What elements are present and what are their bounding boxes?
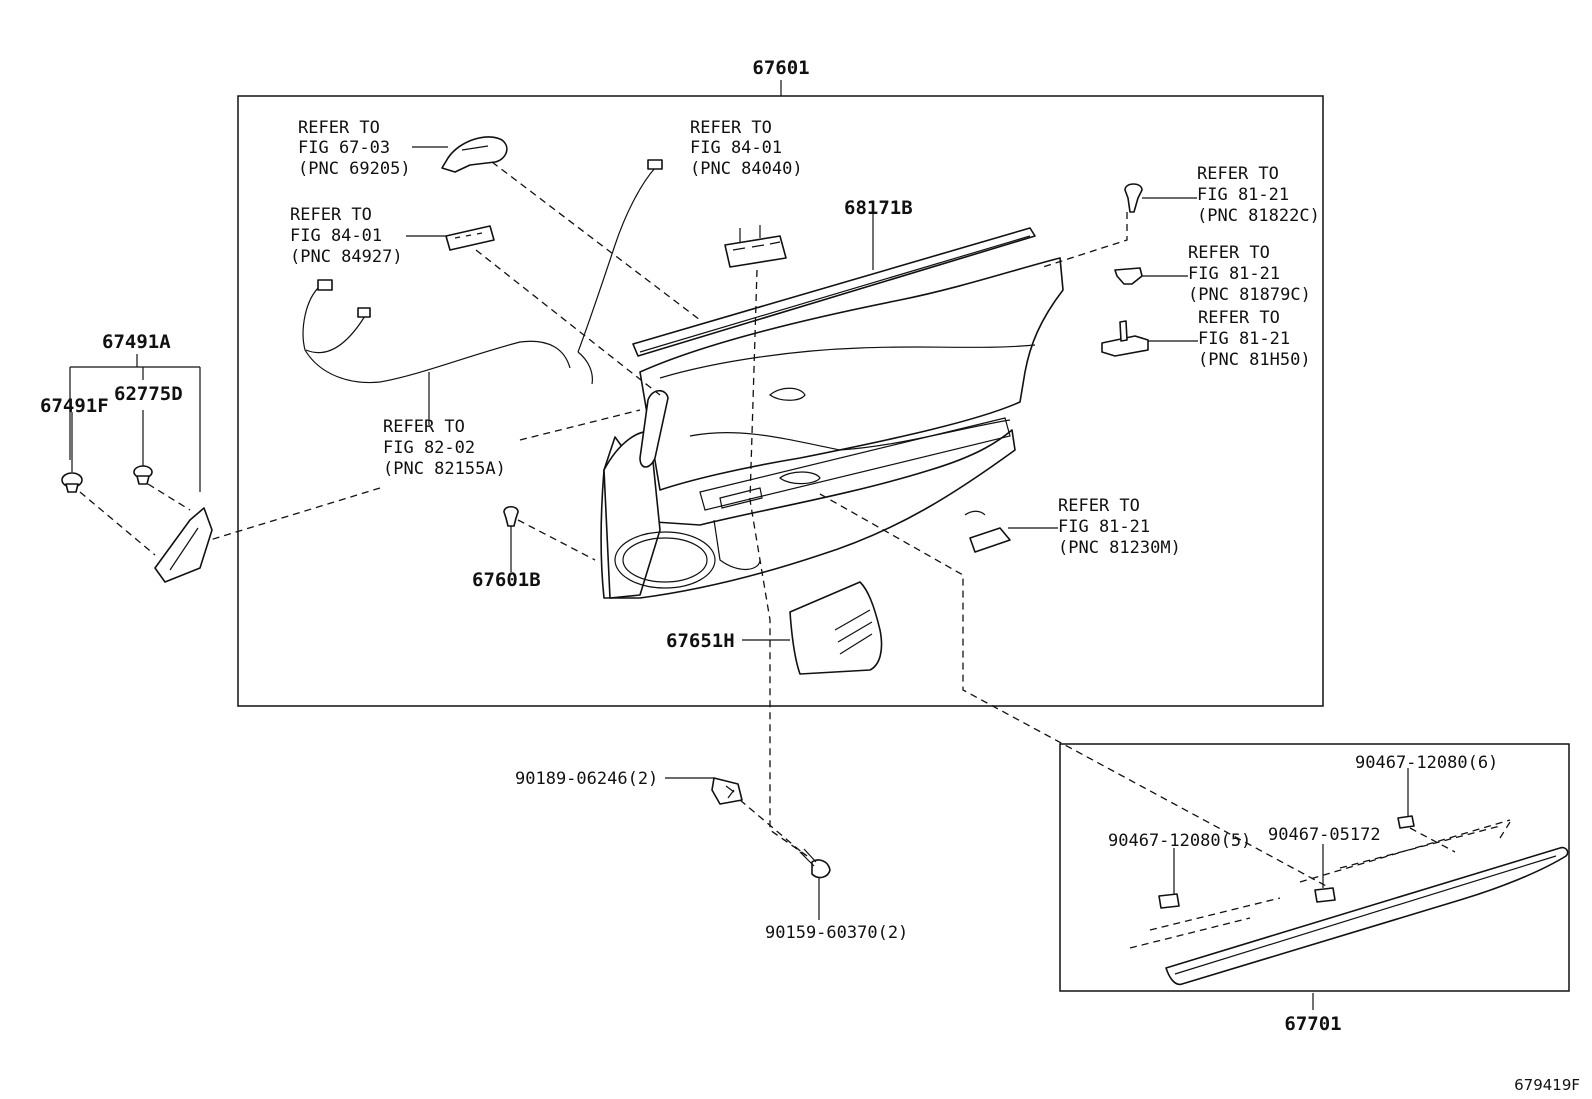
svg-text:FIG 84-01: FIG 84-01 xyxy=(690,138,782,158)
clip-90467-12080-5-part xyxy=(1158,893,1180,909)
label-90467-12080-6: 90467-12080(6) xyxy=(1355,753,1498,773)
clip-90467-05172-part xyxy=(1314,887,1336,903)
ref-84927: REFER TO FIG 84-01 (PNC 84927) xyxy=(290,205,403,267)
svg-text:REFER TO: REFER TO xyxy=(1188,243,1270,263)
svg-text:(PNC 81H50): (PNC 81H50) xyxy=(1198,350,1311,370)
clip-62775D-part xyxy=(133,465,153,485)
ref-84040: REFER TO FIG 84-01 (PNC 84040) xyxy=(690,118,803,179)
svg-text:FIG 67-03: FIG 67-03 xyxy=(298,138,390,158)
svg-text:FIG 81-21: FIG 81-21 xyxy=(1198,329,1290,349)
svg-text:REFER TO: REFER TO xyxy=(1058,496,1140,516)
label-67601B: 67601B xyxy=(472,569,541,591)
svg-text:(PNC 81230M): (PNC 81230M) xyxy=(1058,538,1181,558)
ref-82155A: REFER TO FIG 82-02 (PNC 82155A) xyxy=(383,417,506,479)
svg-text:(PNC 69205): (PNC 69205) xyxy=(298,159,411,179)
figure-code: 679419F xyxy=(1514,1076,1580,1094)
svg-text:FIG 81-21: FIG 81-21 xyxy=(1197,185,1289,205)
svg-text:REFER TO: REFER TO xyxy=(690,118,772,138)
label-90189-06246: 90189-06246(2) xyxy=(515,769,658,789)
svg-text:(PNC 81879C): (PNC 81879C) xyxy=(1188,285,1311,305)
svg-text:REFER TO: REFER TO xyxy=(1197,164,1279,184)
label-68171B: 68171B xyxy=(844,197,913,219)
ref-81822C: REFER TO FIG 81-21 (PNC 81822C) xyxy=(1197,164,1320,226)
clip-81822C-part xyxy=(1124,183,1143,213)
cover-67651H-part xyxy=(789,581,883,675)
trim-67491A-part xyxy=(154,507,213,583)
svg-text:FIG 81-21: FIG 81-21 xyxy=(1188,264,1280,284)
svg-text:REFER TO: REFER TO xyxy=(1198,308,1280,328)
screw-90159-part xyxy=(799,848,831,879)
leader-lines xyxy=(71,80,1409,1010)
wire-harness-part xyxy=(302,159,663,385)
clip-81879C-part xyxy=(1114,267,1143,285)
label-67601: 67601 xyxy=(752,57,809,79)
svg-text:REFER TO: REFER TO xyxy=(290,205,372,225)
label-62775D: 62775D xyxy=(114,383,183,405)
svg-text:REFER TO: REFER TO xyxy=(298,118,380,138)
clip-67601B-part xyxy=(503,505,519,527)
ref-69205: REFER TO FIG 67-03 (PNC 69205) xyxy=(298,118,411,179)
svg-text:(PNC 82155A): (PNC 82155A) xyxy=(383,459,506,479)
label-67701: 67701 xyxy=(1284,1013,1341,1035)
label-67491A: 67491A xyxy=(102,331,171,353)
bracket-67491A xyxy=(69,354,201,492)
svg-text:FIG 84-01: FIG 84-01 xyxy=(290,226,382,246)
clip-90467-12080-6-part xyxy=(1397,815,1415,829)
svg-text:REFER TO: REFER TO xyxy=(383,417,465,437)
svg-text:FIG 82-02: FIG 82-02 xyxy=(383,438,475,458)
bracket-81H50-part xyxy=(1101,320,1149,357)
svg-text:FIG 81-21: FIG 81-21 xyxy=(1058,517,1150,537)
switch-84927-part xyxy=(445,225,495,251)
label-90467-05172: 90467-05172 xyxy=(1268,825,1381,845)
label-67491F: 67491F xyxy=(40,395,109,417)
svg-text:(PNC 84040): (PNC 84040) xyxy=(690,159,803,179)
ref-81230M: REFER TO FIG 81-21 (PNC 81230M) xyxy=(1058,496,1181,558)
scuff-plate-assembly-box xyxy=(1059,743,1570,992)
clip-67491F-part xyxy=(61,472,83,493)
svg-text:(PNC 81822C): (PNC 81822C) xyxy=(1197,206,1320,226)
label-90159-60370: 90159-60370(2) xyxy=(765,923,908,943)
ref-81H50: REFER TO FIG 81-21 (PNC 81H50) xyxy=(1198,308,1311,370)
label-67651H: 67651H xyxy=(666,630,735,652)
inner-handle-part xyxy=(441,136,508,173)
window-switch-part xyxy=(724,225,787,268)
door-trim-panel xyxy=(600,257,1064,599)
installation-dash-lines xyxy=(79,161,1456,889)
nut-90189-part xyxy=(711,777,743,805)
lamp-81230M-part xyxy=(964,510,1011,553)
scuff-plate-67701-part xyxy=(1129,819,1569,986)
label-90467-12080-5: 90467-12080(5) xyxy=(1108,831,1251,851)
svg-text:(PNC 84927): (PNC 84927) xyxy=(290,247,403,267)
ref-81879C: REFER TO FIG 81-21 (PNC 81879C) xyxy=(1188,243,1311,305)
